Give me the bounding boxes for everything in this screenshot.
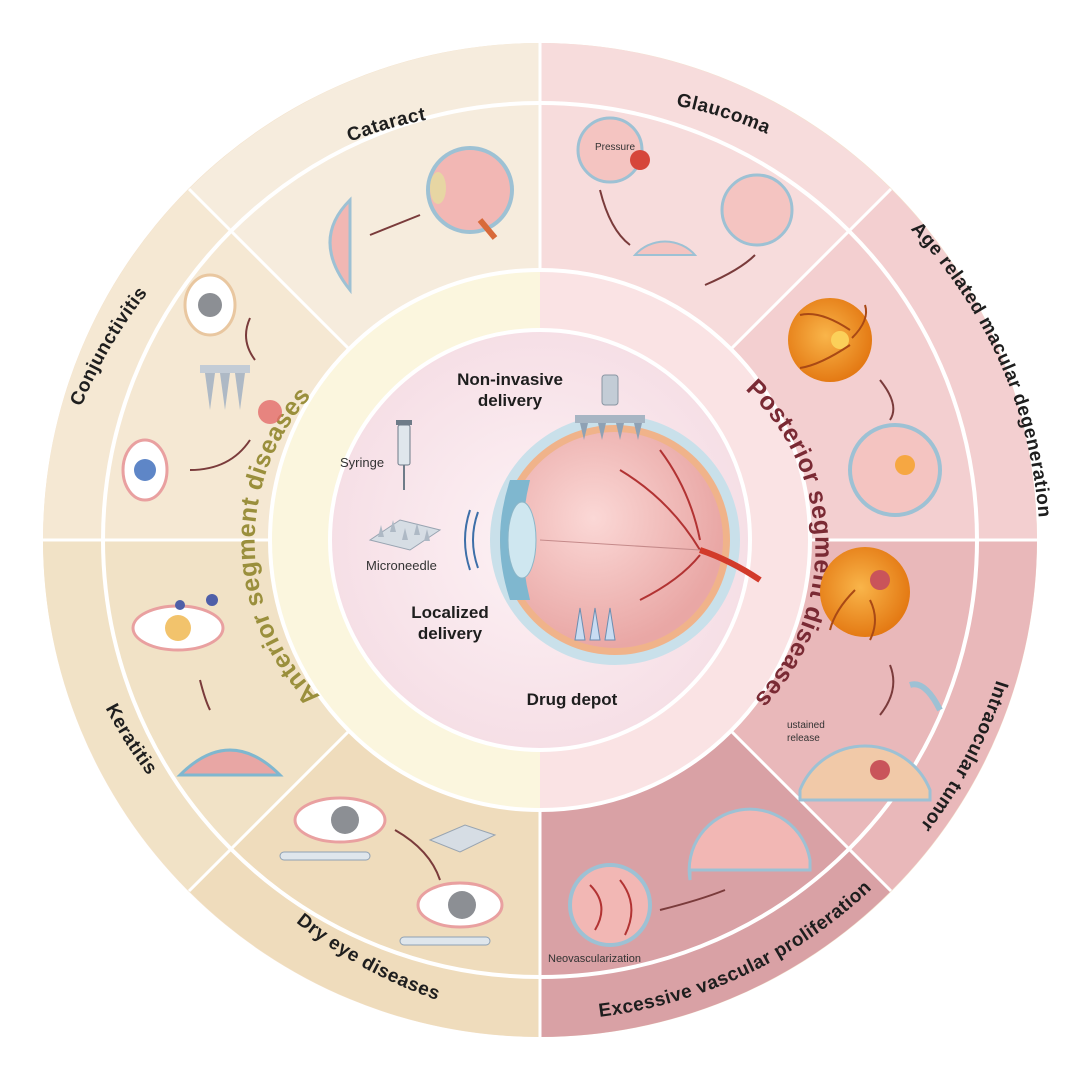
label-band-divider <box>101 101 979 979</box>
outer-ring <box>43 43 1037 1037</box>
syringe-icon <box>396 420 412 490</box>
localized-delivery-label-1: Localized <box>411 603 488 622</box>
keratitis-illustration <box>131 594 284 777</box>
drug-depot-needles <box>574 607 616 641</box>
cataract-eye-illustration <box>328 146 514 295</box>
retinal-vessels <box>619 449 701 601</box>
non-invasive-label-2: delivery <box>478 391 543 410</box>
microneedle-label: Microneedle <box>366 558 437 573</box>
microneedle-array-icon <box>368 519 442 551</box>
localized-delivery-label-2: delivery <box>418 624 483 643</box>
sustained-release-label-1: ustained <box>787 720 825 731</box>
dry-eye-illustration <box>279 796 504 946</box>
lens <box>507 501 537 579</box>
neovascularization-label: Neovascularization <box>548 953 641 965</box>
microneedle-patch <box>575 415 645 423</box>
non-invasive-label-1: Non-invasive <box>457 370 563 389</box>
central-eye-illustration <box>464 374 762 665</box>
glaucoma-illustration: Pressure <box>576 116 794 286</box>
sustained-release-label-2: release <box>787 733 820 744</box>
eyeball <box>507 432 723 648</box>
optic-nerve <box>699 547 762 583</box>
applicator <box>601 374 619 406</box>
drug-depot-label: Drug depot <box>527 690 618 709</box>
conjunctivitis-illustration <box>121 273 282 502</box>
tumor-illustration: ustained release <box>787 547 943 802</box>
amd-illustration <box>788 298 942 517</box>
syringe-label: Syringe <box>340 455 384 470</box>
pressure-label: Pressure <box>595 142 635 153</box>
vascular-illustration: Neovascularization <box>548 807 812 965</box>
